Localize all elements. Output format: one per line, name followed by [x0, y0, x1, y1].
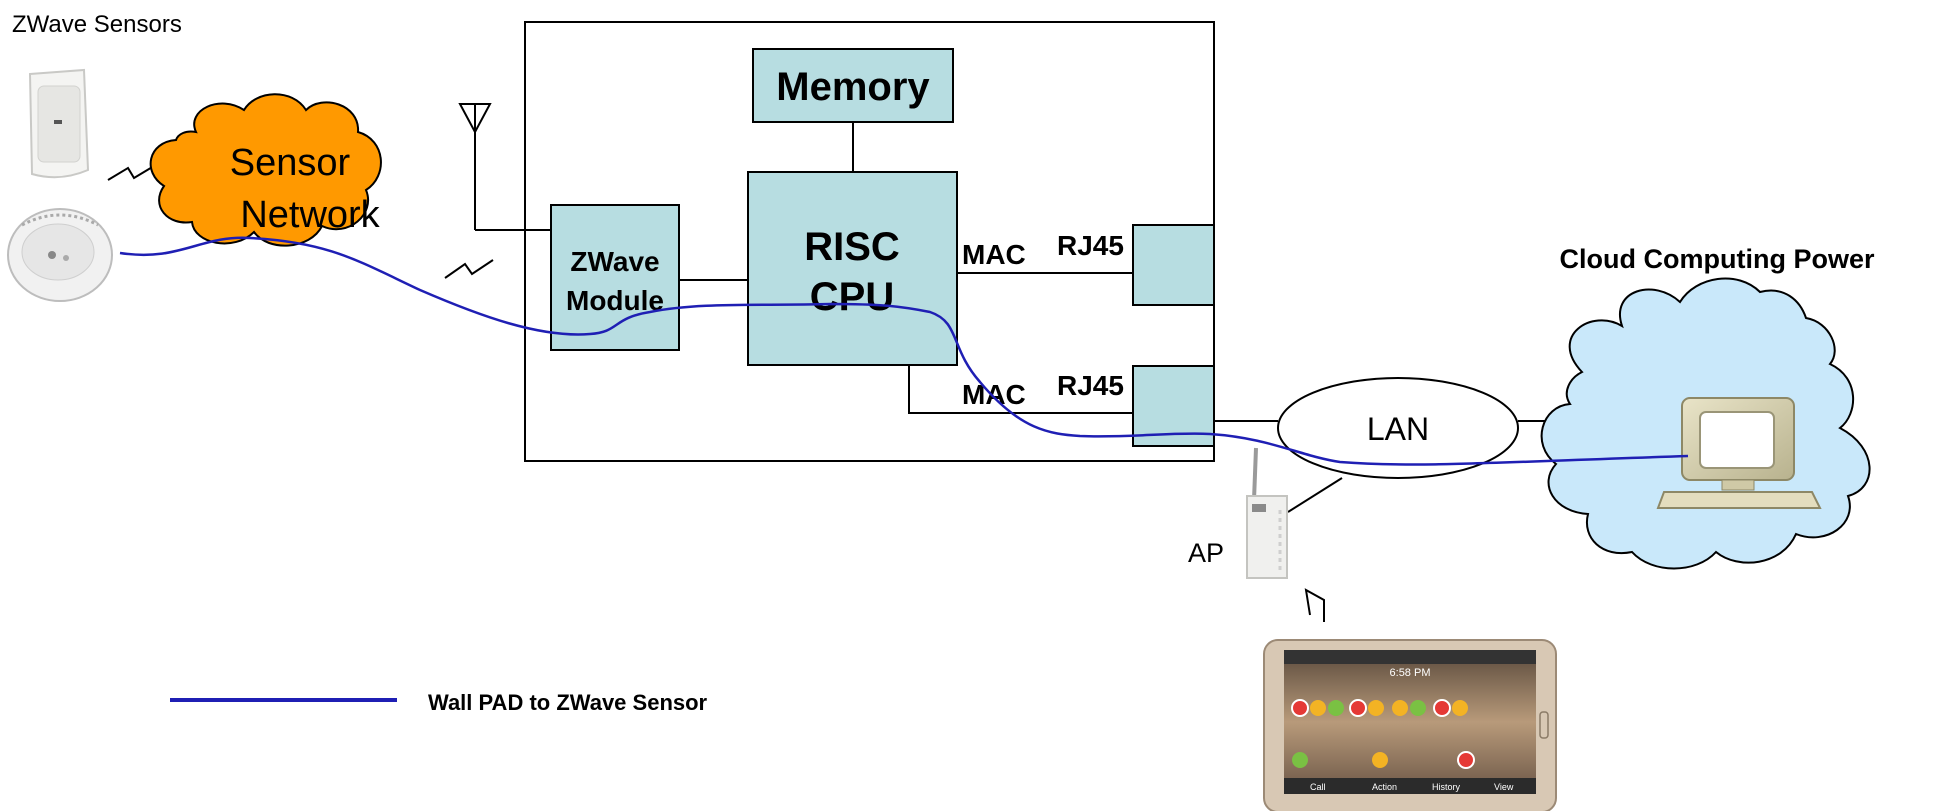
- zwave-label-1: ZWave: [570, 246, 659, 277]
- smoke-detector-icon: [7, 208, 113, 302]
- mac-label-top: MAC: [962, 239, 1026, 270]
- tablet-dock-action: Action: [1372, 782, 1397, 792]
- tablet-icon: 6:58 PM Call Action History View: [1263, 639, 1557, 811]
- tablet-dock-view: View: [1494, 782, 1514, 792]
- wireless-signal-icon: [107, 165, 155, 181]
- sensor-network-cloud: Sensor Network: [149, 93, 382, 247]
- rj45-port-top: [1132, 224, 1215, 306]
- lan-ellipse: [1277, 377, 1519, 479]
- rj45-label-top: RJ45: [1057, 230, 1124, 261]
- sensors-title: ZWave Sensors: [12, 11, 182, 38]
- access-point-icon: [1246, 447, 1288, 579]
- zwave-label-2: Module: [566, 285, 664, 316]
- computer-icon: [1656, 397, 1822, 509]
- tablet-time: 6:58 PM: [1390, 667, 1431, 679]
- wireless-signal-icon: [444, 259, 494, 279]
- tablet-dock-call: Call: [1310, 782, 1326, 792]
- cpu-label-1: RISC: [804, 225, 900, 269]
- wallpad-to-sensor-path: [119, 236, 1689, 466]
- sensor-network-label-1: Sensor: [230, 142, 351, 184]
- ap-label: AP: [1188, 538, 1224, 568]
- tablet-dock-history: History: [1432, 782, 1461, 792]
- sensor-network-label-2: Network: [240, 194, 380, 236]
- motion-sensor-icon: [28, 68, 90, 179]
- zwave-module-block: [550, 204, 680, 351]
- tablet-device-icons: [1291, 699, 1475, 769]
- rj45-label-bottom: RJ45: [1057, 370, 1124, 401]
- legend-label: Wall PAD to ZWave Sensor: [428, 690, 708, 715]
- lan-label: LAN: [1367, 411, 1429, 447]
- memory-label: Memory: [776, 65, 930, 109]
- antenna-icon: [458, 103, 551, 231]
- cloud-computing-title: Cloud Computing Power: [1560, 244, 1875, 274]
- risc-cpu-block: [747, 171, 958, 366]
- mac-label-bottom: MAC: [962, 379, 1026, 410]
- cpu-label-2: CPU: [810, 275, 894, 319]
- wireless-signal-icon: [1304, 588, 1325, 622]
